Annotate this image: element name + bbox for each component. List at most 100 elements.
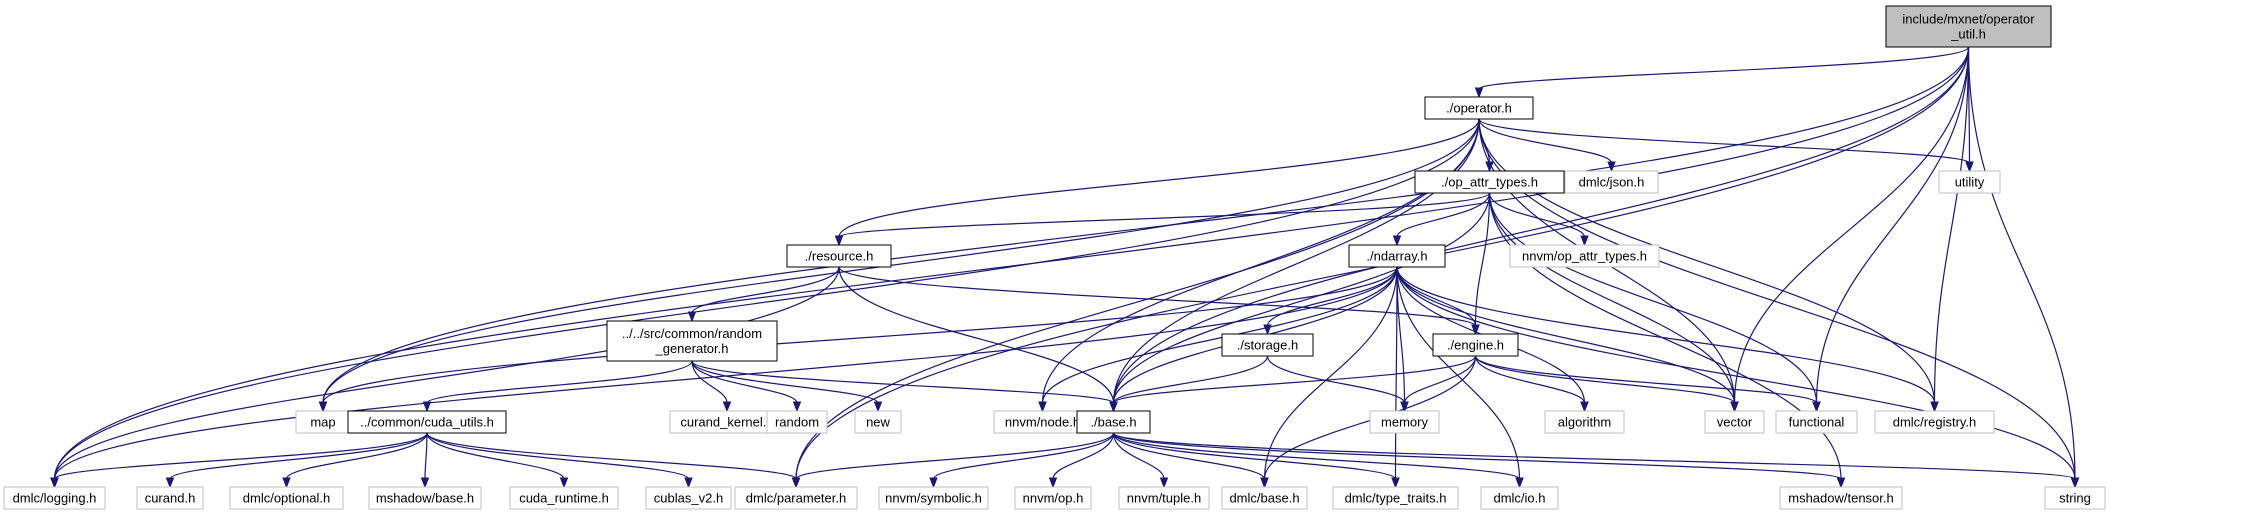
node-dmlcparameter: dmlc/parameter.h bbox=[734, 486, 858, 510]
edge-operator-to-utility bbox=[1478, 118, 1974, 173]
node-label: _util.h bbox=[1950, 27, 1986, 42]
edge-line bbox=[1112, 432, 1266, 480]
edge-line bbox=[838, 266, 1477, 327]
edge-line bbox=[1403, 355, 1477, 404]
edge-line bbox=[691, 360, 879, 404]
edge-arrowhead bbox=[2070, 477, 2080, 489]
edge-line bbox=[1474, 355, 1736, 404]
edge-arrowhead bbox=[318, 401, 328, 413]
edge-line bbox=[426, 432, 797, 480]
node-storage[interactable]: ./storage.h bbox=[1221, 333, 1314, 357]
edge-line bbox=[1488, 192, 1586, 238]
edge-line bbox=[1266, 266, 1398, 327]
node-operator[interactable]: ./operator.h bbox=[1424, 96, 1534, 120]
edge-line bbox=[1112, 192, 1491, 404]
node-box bbox=[1885, 5, 2052, 48]
node-randgen[interactable]: ../../src/common/random_generator.h bbox=[606, 320, 778, 362]
node-label: ./engine.h bbox=[1447, 338, 1504, 353]
node-ndarray[interactable]: ./ndarray.h bbox=[1348, 244, 1446, 268]
node-box bbox=[1414, 170, 1565, 194]
edge-opattr-to-functional bbox=[1488, 192, 1821, 413]
node-label: mshadow/base.h bbox=[376, 491, 474, 506]
node-label: ./resource.h bbox=[805, 249, 874, 264]
node-box bbox=[734, 486, 858, 510]
edge-line bbox=[1488, 192, 1736, 404]
node-engine[interactable]: ./engine.h bbox=[1432, 333, 1519, 357]
node-box bbox=[766, 410, 828, 434]
edge-line bbox=[1488, 192, 1842, 480]
node-box bbox=[645, 486, 732, 510]
node-dmlctypetraits: dmlc/type_traits.h bbox=[1332, 486, 1459, 510]
node-mshadowtensor: mshadow/tensor.h bbox=[1779, 486, 1903, 510]
node-base[interactable]: ./base.h bbox=[1076, 410, 1151, 434]
edge-arrowhead bbox=[1391, 477, 1400, 489]
edge-arrowhead bbox=[1607, 161, 1616, 173]
node-box bbox=[1480, 486, 1559, 510]
edge-line bbox=[1394, 266, 1398, 480]
edge-line bbox=[322, 266, 1398, 404]
node-box bbox=[606, 320, 778, 362]
edge-base-to-nnvmop bbox=[1048, 432, 1115, 489]
edge-arrowhead bbox=[1930, 401, 1939, 413]
node-cudautils[interactable]: ../common/cuda_utils.h bbox=[347, 410, 507, 434]
edge-ndarray-to-storage bbox=[1263, 266, 1398, 336]
edge-arrowhead bbox=[1730, 401, 1739, 413]
node-root[interactable]: include/mxnet/operator_util.h bbox=[1885, 5, 2052, 48]
node-box bbox=[1544, 410, 1625, 434]
node-cublas: cublas_v2.h bbox=[645, 486, 732, 510]
node-box bbox=[1564, 170, 1659, 194]
edge-cudautils-to-cudaruntime bbox=[426, 432, 569, 489]
node-algorithm: algorithm bbox=[1544, 410, 1625, 434]
edge-arrowhead bbox=[50, 477, 59, 489]
edge-line bbox=[1112, 432, 1521, 480]
edge-randgen-to-random bbox=[691, 360, 802, 413]
node-box bbox=[1779, 486, 1903, 510]
edge-line bbox=[838, 118, 1480, 238]
edge-ndarray-to-engine bbox=[1396, 266, 1480, 336]
node-map: map bbox=[295, 410, 351, 434]
node-box bbox=[1424, 96, 1534, 120]
edge-line bbox=[1112, 432, 1165, 480]
edge-engine-to-functional bbox=[1474, 355, 1821, 413]
node-label: functional bbox=[1789, 415, 1845, 430]
node-dmlcio: dmlc/io.h bbox=[1480, 486, 1559, 510]
edge-cudautils-to-cublas bbox=[426, 432, 693, 489]
node-opattr[interactable]: ./op_attr_types.h bbox=[1414, 170, 1565, 194]
node-functional: functional bbox=[1775, 410, 1858, 434]
edge-line bbox=[1112, 432, 2076, 480]
node-dmlcjson: dmlc/json.h bbox=[1564, 170, 1659, 194]
node-label: ./base.h bbox=[1090, 415, 1136, 430]
node-box bbox=[878, 486, 989, 510]
edge-operator-to-dmlcjson bbox=[1478, 118, 1616, 173]
node-label: map bbox=[310, 415, 335, 430]
edge-arrowhead bbox=[1836, 477, 1846, 489]
edge-line bbox=[1112, 432, 1397, 480]
node-resource[interactable]: ./resource.h bbox=[786, 244, 892, 268]
edge-arrowhead bbox=[1159, 477, 1169, 489]
edge-storage-to-base bbox=[1109, 355, 1269, 413]
edge-base-to-dmlcbase bbox=[1112, 432, 1269, 489]
edge-line bbox=[691, 360, 1115, 404]
edge-arrowhead bbox=[929, 477, 938, 489]
node-box bbox=[1332, 486, 1459, 510]
node-label: dmlc/type_traits.h bbox=[1345, 491, 1447, 506]
edge-arrowhead bbox=[422, 401, 432, 413]
node-label: ./ndarray.h bbox=[1366, 249, 1427, 264]
node-label: utility bbox=[1955, 175, 1985, 190]
edge-line bbox=[1488, 192, 1818, 404]
node-label: memory bbox=[1381, 415, 1428, 430]
node-label: dmlc/logging.h bbox=[13, 491, 97, 506]
edge-line bbox=[53, 432, 428, 480]
node-dmlcbase: dmlc/base.h bbox=[1221, 486, 1308, 510]
edge-base-to-mshadowtensor bbox=[1112, 432, 1846, 489]
node-label: ../../src/common/random bbox=[622, 326, 762, 341]
edge-line bbox=[1478, 118, 1936, 404]
edge-line bbox=[795, 432, 1115, 480]
edge-arrowhead bbox=[1400, 401, 1409, 413]
edge-arrowhead bbox=[873, 401, 883, 413]
edge-line bbox=[1112, 118, 1480, 404]
node-nnvmtuple: nnvm/tuple.h bbox=[1118, 486, 1210, 510]
edge-line bbox=[1112, 46, 1970, 404]
edge-randgen-to-curandkernel bbox=[691, 360, 732, 413]
